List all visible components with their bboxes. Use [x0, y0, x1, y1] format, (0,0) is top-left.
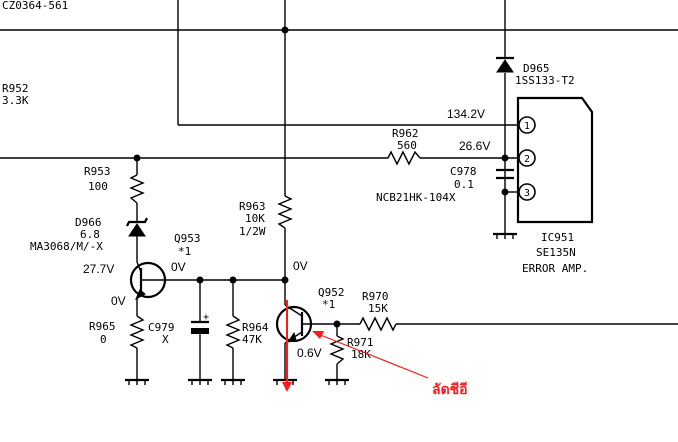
header-part-label: CZ0364-561	[2, 0, 68, 12]
c978-part: NCB21HK-104X	[376, 191, 456, 204]
r953-symbol	[129, 174, 145, 204]
r953-value: 100	[88, 180, 108, 193]
r965-ref: R965	[89, 320, 116, 333]
d966-part: MA3068/M/-X	[30, 240, 103, 253]
r964-value: 47K	[242, 333, 262, 346]
q953-note: *1	[178, 245, 191, 258]
c979-plus-sign: +	[203, 312, 209, 323]
voltage-q953-base: 0V	[171, 260, 186, 274]
q952-ref: Q952	[318, 286, 345, 299]
c978-value: 0.1	[454, 178, 474, 191]
r971-value: 18K	[351, 348, 371, 361]
ic951-part: SE135N	[536, 246, 576, 259]
r962-value: 560	[397, 139, 417, 152]
r953-ref: R953	[84, 165, 111, 178]
r952-ref: R952	[2, 82, 29, 95]
r963-ref: R963	[239, 200, 266, 213]
junction-dots	[133, 26, 509, 328]
voltage-26v: 26.6V	[459, 139, 490, 153]
short-circuit-annotation-markup	[282, 300, 429, 392]
d966-value: 6.8	[80, 228, 100, 241]
ground-symbols	[125, 232, 517, 385]
ic951-pin-1-label: 1	[524, 121, 530, 132]
voltage-q952-collector: 0V	[293, 259, 308, 273]
d966-zener-symbol	[126, 217, 148, 237]
r963-rating: 1/2W	[239, 225, 266, 238]
r963-symbol	[277, 195, 293, 229]
r970-symbol	[359, 316, 397, 332]
d965-symbol	[496, 56, 514, 73]
ic951-function: ERROR AMP.	[522, 262, 588, 275]
r964-ref: R964	[242, 321, 269, 334]
ic951-pin-2-label: 2	[524, 154, 530, 165]
d965-ref: D965	[523, 62, 550, 75]
c979-symbol: +	[191, 312, 209, 334]
wires	[0, 0, 678, 380]
r962-symbol	[387, 150, 421, 166]
r964-symbol	[225, 315, 241, 349]
r965-value: 0	[100, 333, 107, 346]
r963-value: 10K	[245, 212, 265, 225]
r962-ref: R962	[392, 127, 419, 140]
q952-note: *1	[322, 298, 335, 311]
c979-value: X	[162, 333, 169, 346]
r965-symbol	[129, 315, 145, 349]
d965-part: 1SS133-T2	[515, 74, 575, 87]
voltage-134v: 134.2V	[447, 107, 485, 121]
r971-symbol	[329, 335, 345, 365]
ic951-pin-3-label: 3	[524, 188, 530, 199]
r970-ref: R970	[362, 290, 389, 303]
voltage-q953-emitter: 27.7V	[83, 262, 114, 276]
short-ce-annotation: ลัดชีอี	[432, 382, 468, 398]
c978-ref: C978	[450, 165, 477, 178]
r952-value: 3.3K	[2, 94, 29, 107]
q952-transistor	[275, 304, 313, 344]
voltage-q952-emitter: 0.6V	[297, 346, 322, 360]
ic951-ref: IC951	[541, 231, 574, 244]
ic951-body	[516, 96, 594, 224]
r971-ref: R971	[347, 336, 374, 349]
d966-ref: D966	[75, 216, 102, 229]
q953-transistor	[129, 261, 167, 301]
r970-value: 15K	[368, 302, 388, 315]
c978-symbol	[496, 168, 514, 180]
c979-ref: C979	[148, 321, 175, 334]
q953-ref: Q953	[174, 232, 201, 245]
voltage-q953-collector: 0V	[111, 294, 126, 308]
